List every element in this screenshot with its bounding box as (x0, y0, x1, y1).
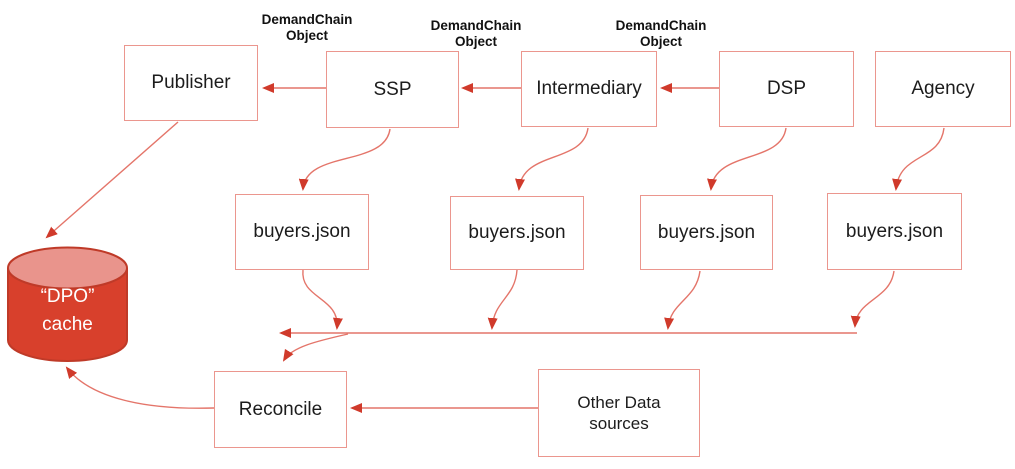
node-label: Agency (911, 78, 975, 99)
dpo-cache-label: “DPO” cache (8, 283, 127, 339)
dpo-cache-label-line1: “DPO” (40, 286, 95, 307)
arrow-buyers1-to-bus (302, 269, 343, 330)
node-intermediary: Intermediary (521, 51, 657, 127)
node-label: DSP (766, 78, 807, 99)
demandchain-object-label-2: DemandChain Object (430, 18, 522, 49)
arrow-buyers3-to-bus (664, 270, 701, 330)
arrow-buyers2-to-bus (487, 269, 518, 330)
node-ssp: SSP (326, 51, 459, 128)
demandchain-object-label-1: DemandChain Object (261, 12, 353, 43)
arrow-ssp-to-buyers1 (298, 128, 391, 191)
arrow-intermediary-to-buyers2 (515, 127, 589, 191)
node-label: buyers.json (845, 220, 944, 242)
arrow-buyers4-to-bus (850, 270, 895, 328)
arrow-reconcile-to-dpo-cache (65, 366, 215, 409)
node-label: Reconcile (238, 398, 323, 420)
arrow-dsp-to-buyers3 (707, 127, 787, 191)
node-label: Publisher (151, 72, 231, 93)
node-label: SSP (373, 78, 412, 100)
arrow-publisher-to-dpo-cache (45, 121, 179, 239)
arrow-agency-to-buyers4 (892, 127, 945, 191)
node-label: buyers.json (657, 221, 756, 243)
node-label: buyers.json (253, 221, 351, 242)
node-agency: Agency (875, 51, 1011, 127)
node-buyers-json-2: buyers.json (450, 196, 584, 270)
node-publisher: Publisher (124, 45, 258, 121)
node-label: buyers.json (468, 222, 566, 243)
node-buyers-json-4: buyers.json (827, 193, 962, 270)
node-buyers-json-3: buyers.json (640, 195, 773, 270)
demandchain-object-label-3: DemandChain Object (615, 18, 707, 49)
dpo-cache-label-line2: cache (42, 314, 93, 335)
node-label: Intermediary (536, 78, 642, 99)
node-dsp: DSP (719, 51, 854, 127)
node-other-data-sources: Other Data sources (538, 369, 700, 457)
node-buyers-json-1: buyers.json (235, 194, 369, 270)
node-label: Other Data sources (577, 393, 661, 433)
node-reconcile: Reconcile (214, 371, 347, 448)
dpo-cache-cylinder (7, 246, 128, 362)
arrow-bus-to-reconcile (282, 333, 349, 362)
